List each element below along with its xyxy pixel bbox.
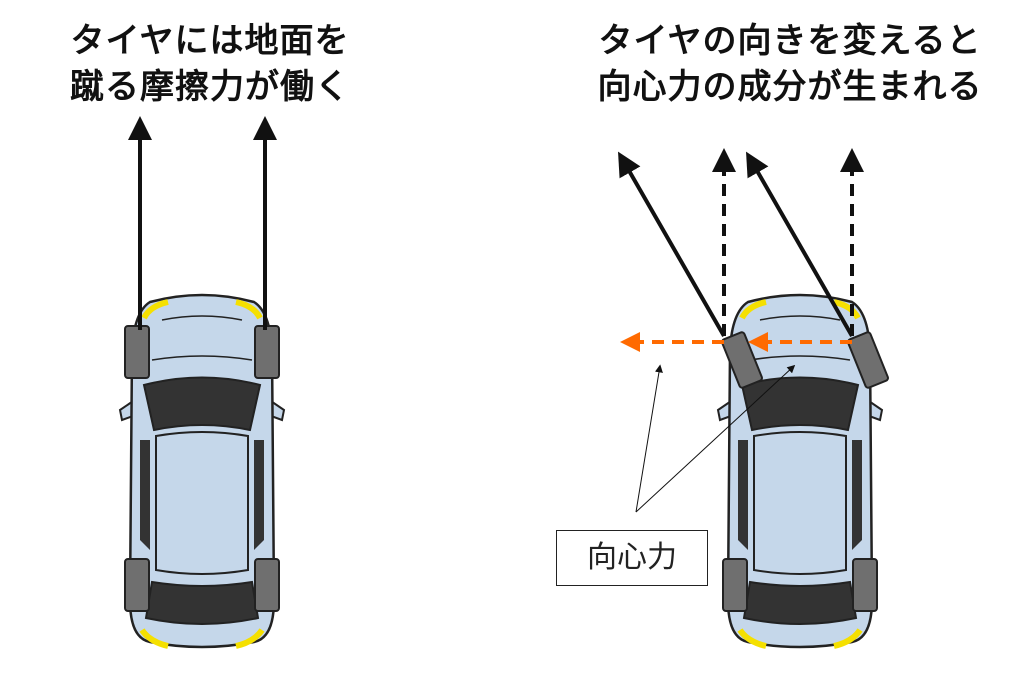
centripetal-force-label: 向心力: [556, 530, 708, 586]
left-car-front-left-tire: [124, 325, 150, 379]
callout-pointer-2: [635, 364, 796, 513]
right-friction-arrow-2: [746, 151, 854, 337]
left-panel-title: タイヤには地面を 蹴る摩擦力が働く: [40, 18, 380, 110]
left-car-front-right-tire: [254, 325, 280, 379]
left-title-line-1: タイヤには地面を: [70, 21, 350, 61]
left-car-rear-right-tire: [254, 558, 280, 612]
right-panel-title: タイヤの向きを変えると 向心力の成分が生まれる: [560, 18, 1020, 110]
right-title-line-2: 向心力の成分が生まれる: [597, 67, 983, 107]
right-car-rear-left-tire: [722, 558, 748, 612]
left-car: [120, 295, 284, 647]
right-title-line-1: タイヤの向きを変えると: [598, 21, 982, 61]
right-car: [718, 295, 890, 647]
callout-pointer-1: [635, 364, 663, 513]
right-friction-arrow-1: [618, 151, 726, 337]
right-car-rear-right-tire: [852, 558, 878, 612]
left-title-line-2: 蹴る摩擦力が働く: [70, 67, 350, 107]
left-car-rear-left-tire: [124, 558, 150, 612]
